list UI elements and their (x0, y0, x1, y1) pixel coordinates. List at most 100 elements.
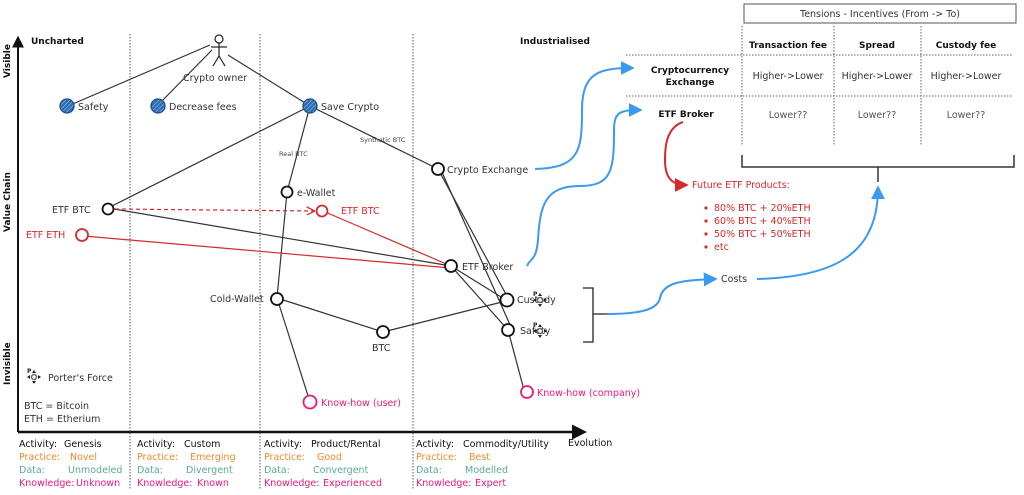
connector-exchange-to-table (534, 61, 635, 170)
component-safety[interactable]: Safety (501, 323, 551, 337)
component-label: BTC (372, 343, 391, 354)
y-axis-label-invisible: Invisible (3, 342, 13, 385)
svg-text:Activity:Custom: Activity:Custom (137, 439, 220, 450)
component-label: ETF BTC (341, 206, 380, 217)
component-label: ETF ETH (26, 230, 65, 241)
component-label: e-Wallet (297, 188, 336, 199)
svg-text:P: P (27, 368, 32, 375)
y-axis-label-visible: Visible (3, 44, 13, 78)
component-node (431, 162, 445, 176)
future-product-item: 60% BTC + 40%ETH (714, 216, 811, 227)
component-knowhow-company[interactable]: Know-how (company) (520, 385, 640, 399)
tensions-col-header: Transaction fee (749, 41, 827, 51)
future-product-item: etc (714, 242, 729, 253)
component-cold-wallet[interactable]: Cold-Wallet (210, 292, 284, 306)
porters-force-icon: P (533, 322, 547, 338)
phase-commodity: Activity:Commodity/Utility Practice:Best… (416, 439, 549, 489)
user-icon (214, 34, 224, 44)
legend-btc: BTC = Bitcoin (24, 401, 89, 412)
need-icon (150, 98, 166, 114)
component-e-wallet[interactable]: e-Wallet (280, 185, 336, 200)
svg-text:Knowledge:Unknown: Knowledge:Unknown (19, 478, 120, 489)
need-icon (302, 98, 318, 114)
svg-text:Activity:Product/Rental: Activity:Product/Rental (264, 439, 381, 450)
component-btc[interactable]: BTC (372, 325, 391, 354)
tensions-cell: Lower?? (947, 110, 986, 121)
svg-text:P: P (533, 291, 538, 298)
red-edges (83, 209, 452, 269)
tensions-col-header: Spread (859, 41, 895, 51)
component-knowhow-user[interactable]: Know-how (user) (302, 394, 402, 410)
porters-force-legend-icon: P (27, 368, 41, 384)
legend-eth: ETH = Etherium (24, 414, 100, 425)
svg-text:Data:Modelled: Data:Modelled (416, 465, 508, 476)
porters-force-icon: P (533, 291, 547, 307)
component-label: Crypto Exchange (447, 165, 528, 176)
component-etf-btc[interactable]: ETF BTC (52, 202, 115, 217)
need-safety[interactable]: Safety (59, 98, 109, 114)
component-label: Know-how (user) (321, 398, 401, 409)
component-label: Cold-Wallet (210, 294, 264, 305)
need-label: Decrease fees (169, 102, 237, 113)
component-node (520, 385, 534, 399)
svg-text:Knowledge:Experienced: Knowledge:Experienced (264, 478, 382, 489)
component-crypto-exchange[interactable]: Crypto Exchange (431, 162, 528, 176)
costs-label: Costs (721, 274, 747, 285)
component-node (101, 202, 115, 216)
future-products-title: Future ETF Products: (692, 180, 790, 191)
need-decrease-fees[interactable]: Decrease fees (150, 98, 237, 114)
user-crypto-owner[interactable] (211, 34, 227, 67)
connector-forces-to-costs (606, 272, 718, 315)
component-node (315, 204, 329, 218)
component-label: Custody (517, 295, 556, 306)
tensions-row-label: ETF Broker (658, 110, 714, 120)
stage-label-industrialised: Industrialised (520, 37, 590, 47)
need-label: Save Crypto (321, 102, 379, 113)
need-label: Safety (78, 102, 109, 113)
tensions-cell: Lower?? (769, 110, 808, 121)
component-node (75, 228, 89, 242)
svg-text:Practice:Good: Practice:Good (264, 452, 342, 463)
svg-text:Practice:Best: Practice:Best (416, 452, 490, 463)
legend-porters-force: Porter's Force (48, 373, 113, 384)
need-save-crypto[interactable]: Save Crypto (302, 98, 379, 114)
phase-product: Activity:Product/Rental Practice:Good Da… (264, 439, 382, 489)
phase-custom: Activity:Custom Practice:Emerging Data:D… (137, 439, 236, 489)
component-etf-broker[interactable]: ETF Broker (444, 259, 513, 273)
tensions-cell: Higher->Lower (842, 71, 913, 82)
component-node (302, 394, 318, 410)
tensions-cell: Higher->Lower (753, 71, 824, 82)
tensions-row-label: Exchange (666, 78, 715, 88)
svg-text:Activity:Commodity/Utility: Activity:Commodity/Utility (416, 439, 549, 450)
svg-text:Data:Divergent: Data:Divergent (137, 465, 233, 476)
future-product-item: 50% BTC + 50%ETH (714, 229, 811, 240)
edge-label-synthetic-btc: Synthetic BTC (360, 136, 406, 144)
forces-bracket (583, 287, 607, 343)
user-label: Crypto owner (183, 73, 247, 84)
need-icon (59, 98, 75, 114)
tensions-table: Tensions - Incentives (From -> To) Trans… (626, 3, 1017, 182)
component-custody[interactable]: Custody (499, 292, 557, 308)
edges (67, 44, 525, 403)
component-label: ETF Broker (462, 262, 513, 273)
svg-text:Data:Convergent: Data:Convergent (264, 465, 369, 476)
x-axis-label-evolution: Evolution (568, 438, 612, 449)
svg-text:P: P (533, 322, 538, 329)
svg-text:Data:Unmodeled: Data:Unmodeled (19, 465, 122, 476)
connector-costs-to-table (756, 185, 885, 280)
svg-text:Knowledge:Known: Knowledge:Known (137, 478, 229, 489)
svg-text:Activity:Genesis: Activity:Genesis (19, 439, 102, 450)
component-node (499, 292, 515, 308)
stage-label-uncharted: Uncharted (31, 37, 84, 47)
component-etf-eth[interactable]: ETF ETH (26, 228, 89, 242)
edge-label-real-btc: Real BTC (279, 150, 308, 158)
component-etf-btc-future[interactable]: ETF BTC (315, 204, 381, 218)
tensions-title-box (743, 3, 1017, 24)
svg-text:Practice:Novel: Practice:Novel (19, 452, 97, 463)
component-node (444, 259, 458, 273)
component-label: Know-how (company) (537, 388, 640, 399)
tensions-cell: Higher->Lower (931, 71, 1002, 82)
component-node (376, 325, 390, 339)
svg-text:Knowledge:Expert: Knowledge:Expert (416, 478, 506, 489)
